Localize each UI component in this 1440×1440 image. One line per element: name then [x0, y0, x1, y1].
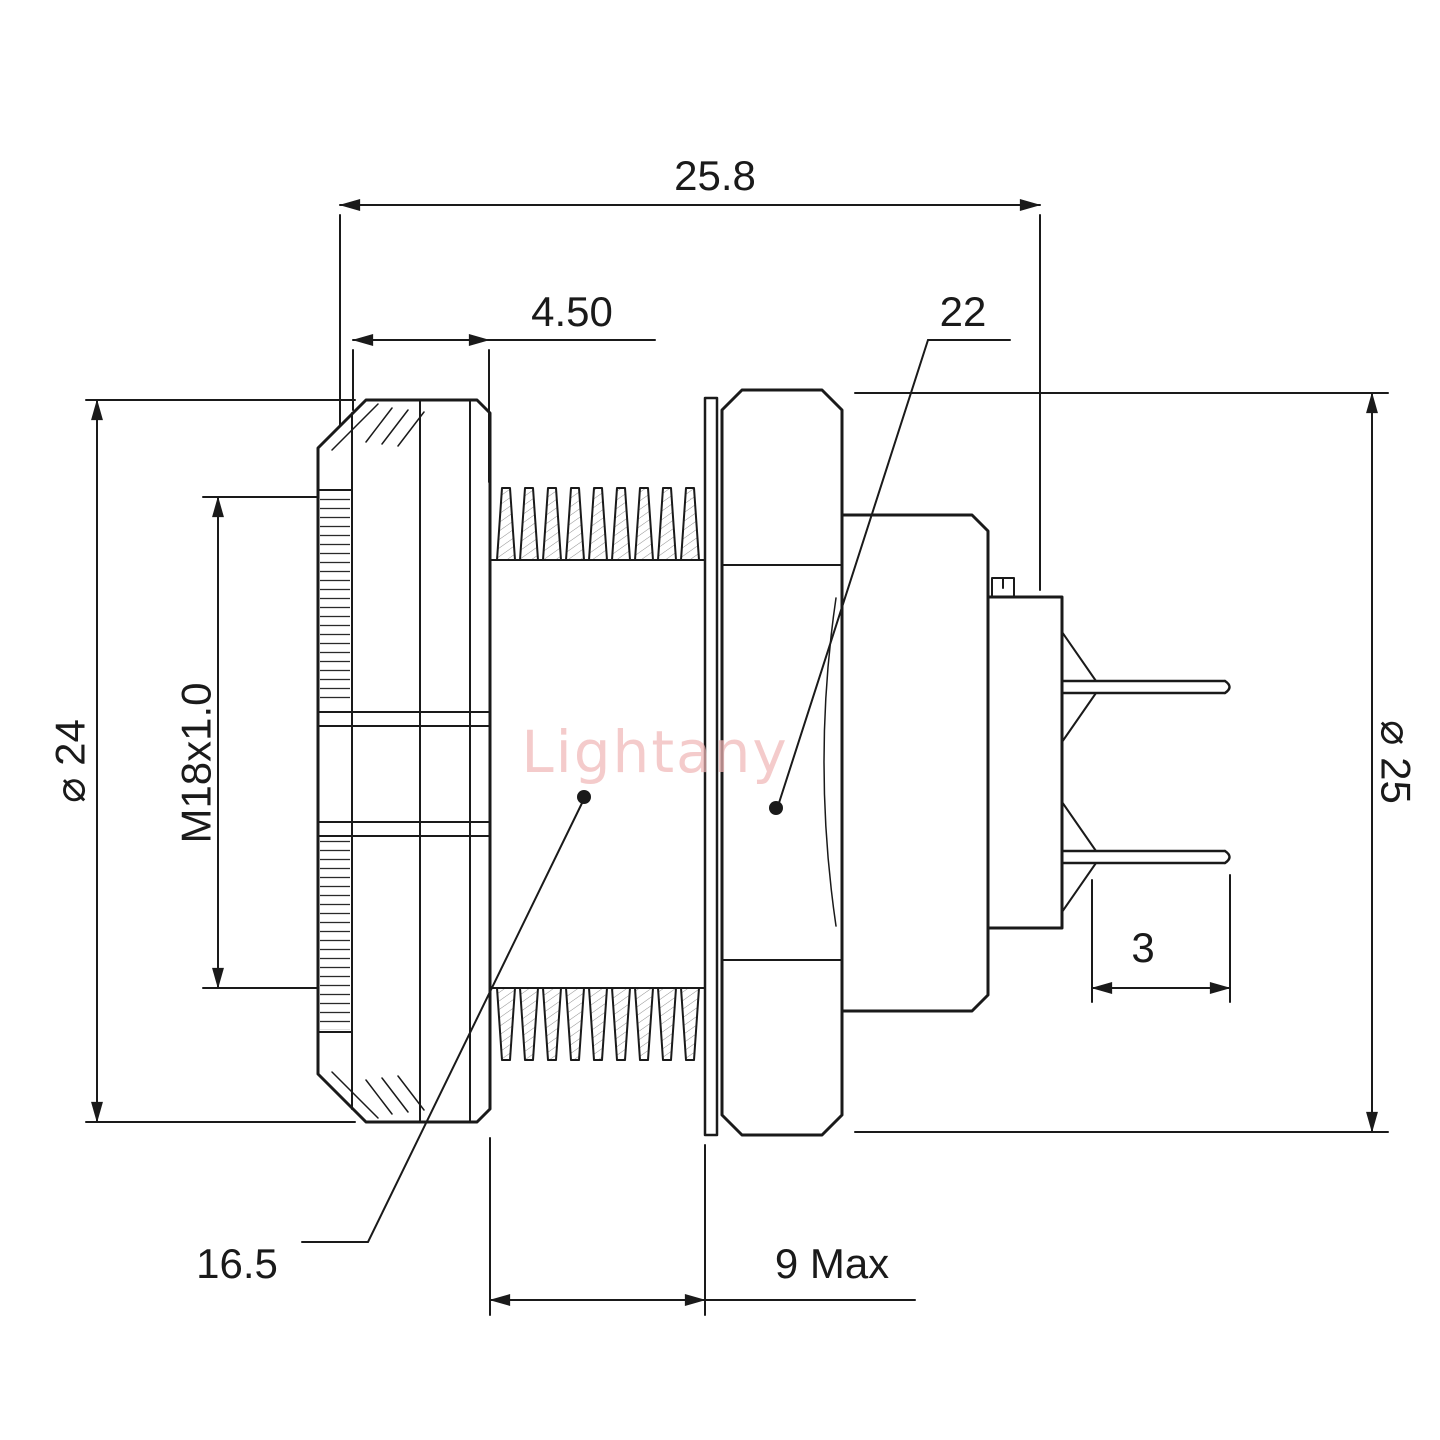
- dim-thread-spec: M18x1.0: [173, 496, 319, 989]
- dimension-annotations: 25.8 4.50 22 ⌀ 24 M18x1.0: [47, 152, 1420, 1316]
- dim-pin-tail: 3: [1091, 874, 1231, 1003]
- rear-housing-outline: [840, 513, 990, 1013]
- dim-mount-depth-extension-lines: [489, 1137, 706, 1316]
- dim-overall-length: 25.8: [339, 152, 1041, 591]
- coupling-nut-chamfer-lines: [331, 403, 425, 1119]
- pin-bottom: [1060, 849, 1231, 865]
- pin-top: [1060, 679, 1231, 695]
- dim-coupling-label: 4.50: [531, 288, 613, 335]
- dim-pin-tail-extension-lines: [1091, 874, 1231, 1003]
- dim-front-diameter: ⌀ 24: [47, 399, 356, 1123]
- dim-rear-diameter-extension-lines: [854, 392, 1389, 1133]
- leader-thread-length-label: 16.5: [196, 1240, 278, 1287]
- thread-profile-bottom: [496, 987, 705, 1061]
- thread-profile-top: [496, 487, 705, 561]
- leader-thread-length: 16.5: [196, 790, 591, 1287]
- leader-thread-length-dot: [577, 790, 591, 804]
- dim-mount-depth: 9 Max: [489, 1137, 916, 1316]
- hex-nut-facet-lines: [721, 564, 843, 961]
- knurl-band-lower: [320, 838, 350, 1030]
- coupling-nut-inner-lines: [351, 399, 471, 1123]
- pin-funnels: [1061, 631, 1097, 913]
- rear-insulator: [986, 595, 1064, 930]
- dim-pin-tail-label: 3: [1131, 924, 1154, 971]
- coupling-nut-groove-lines: [317, 489, 491, 1033]
- insulator-top-tab: [991, 577, 1015, 598]
- washer: [703, 396, 719, 1137]
- dim-thread-label: M18x1.0: [173, 682, 220, 843]
- leader-thread-length-line: [301, 798, 585, 1243]
- dim-rear-diameter-label: ⌀ 25: [1373, 720, 1420, 804]
- leader-hex-dot: [769, 801, 783, 815]
- dim-overall-extension-lines: [339, 214, 1041, 591]
- hex-nut-outline: [720, 388, 844, 1137]
- dim-rear-diameter: ⌀ 25: [854, 392, 1420, 1133]
- dim-front-diameter-extension-lines: [85, 399, 356, 1123]
- leader-hex: 22: [769, 288, 1011, 815]
- watermark-text: Lightany: [521, 718, 788, 786]
- dim-coupling-length: 4.50: [352, 288, 656, 483]
- dim-overall-label: 25.8: [674, 152, 756, 199]
- dim-front-diameter-label: ⌀ 24: [47, 719, 94, 803]
- dim-thread-extension-lines: [202, 496, 319, 989]
- connector-part: [316, 388, 1231, 1137]
- dim-mount-depth-label: 9 Max: [775, 1240, 889, 1287]
- thread-root-lines: [489, 559, 706, 989]
- leader-hex-label: 22: [940, 288, 987, 335]
- knurl-band-upper: [320, 495, 350, 705]
- leader-hex-line: [777, 339, 1011, 807]
- coupling-nut-outline: [316, 398, 492, 1124]
